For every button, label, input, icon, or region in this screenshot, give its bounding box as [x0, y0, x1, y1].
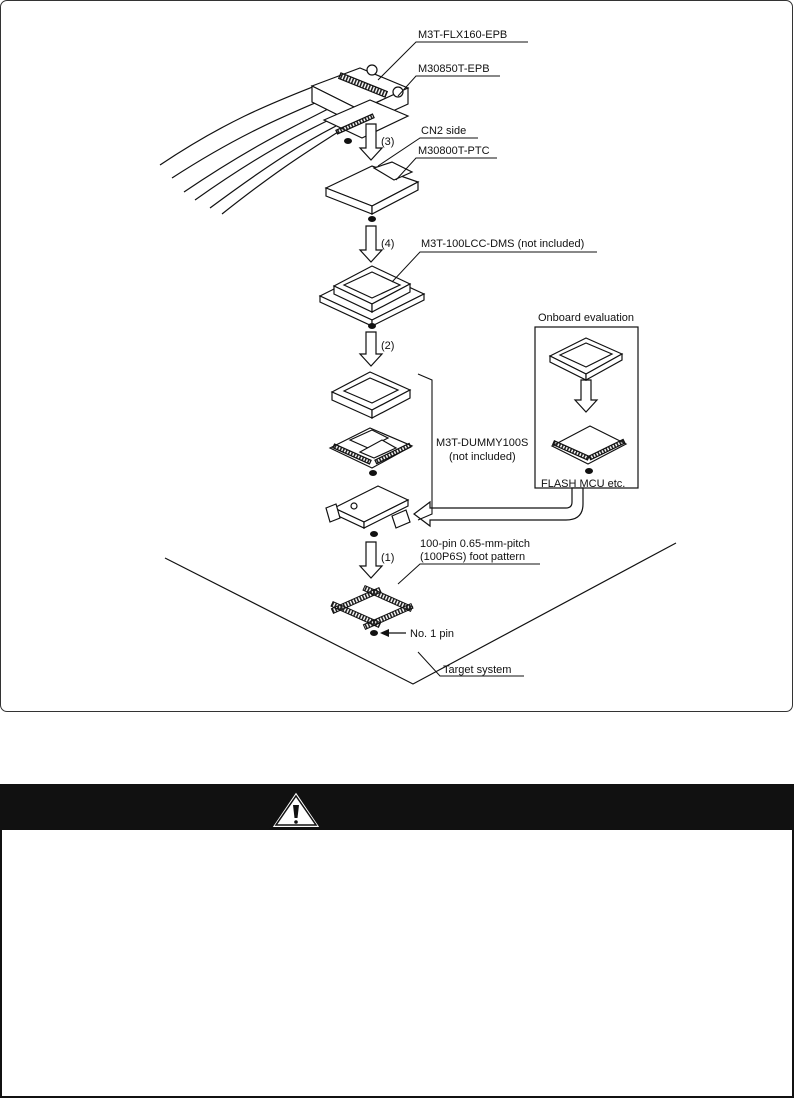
caution-box [0, 784, 794, 1098]
onboard-to-target-arrow [413, 487, 584, 528]
dummy-socket-base [328, 427, 414, 469]
foot-pattern [330, 584, 414, 630]
pin1-mark [368, 216, 376, 222]
step-label-1: (1) [381, 552, 394, 564]
onboard-evaluation-box [534, 326, 639, 489]
step-label-2: (2) [381, 340, 394, 352]
pin1-mark [344, 138, 352, 144]
pin1-mark [369, 470, 377, 476]
no1-pin-arrow [380, 629, 406, 637]
label-cn2-side: CN2 side [421, 125, 466, 137]
flash-mcu-chip [550, 425, 628, 465]
pin1-mark [585, 468, 593, 474]
label-lcc-socket: M3T-100LCC-DMS (not included) [421, 238, 584, 250]
label-onboard-evaluation: Onboard evaluation [538, 312, 634, 324]
label-emulation-probe: M30850T-EPB [418, 63, 490, 75]
pin1-mark [368, 323, 376, 329]
onboard-socket-cover [548, 337, 624, 382]
assembly-arrows [358, 123, 599, 579]
lcc-socket [318, 265, 426, 327]
warning-triangle-icon [269, 789, 323, 829]
dummy-socket-frame [325, 485, 411, 529]
label-pitch-converter: M30800T-PTC [418, 145, 490, 157]
label-dummy-line1: M3T-DUMMY100S [436, 437, 528, 449]
label-no1-pin: No. 1 pin [410, 628, 454, 640]
flat-cables [159, 83, 339, 215]
label-dummy-line2: (not included) [449, 451, 516, 463]
pin1-mark [370, 630, 378, 636]
label-foot-pattern-line2: (100P6S) foot pattern [420, 551, 525, 563]
step-label-4: (4) [381, 238, 394, 250]
diagram-frame [0, 0, 793, 712]
step-label-3: (3) [381, 136, 394, 148]
label-flex-cable: M3T-FLX160-EPB [418, 29, 507, 41]
pin1-mark [370, 531, 378, 537]
pitch-converter [324, 161, 420, 215]
caution-header [2, 786, 792, 830]
label-target-system: Target system [443, 664, 511, 676]
dummy-socket-cover [330, 371, 412, 419]
dummy-bracket [417, 373, 433, 521]
label-foot-pattern-line1: 100-pin 0.65-mm-pitch [420, 538, 530, 550]
leader-lines [377, 41, 597, 677]
connection-diagram: M3T-FLX160-EPB M30850T-EPB CN2 side M308… [159, 29, 677, 685]
emulation-probe [310, 64, 410, 139]
label-flash-mcu: FLASH MCU etc. [541, 478, 625, 490]
target-system-board [164, 542, 677, 685]
